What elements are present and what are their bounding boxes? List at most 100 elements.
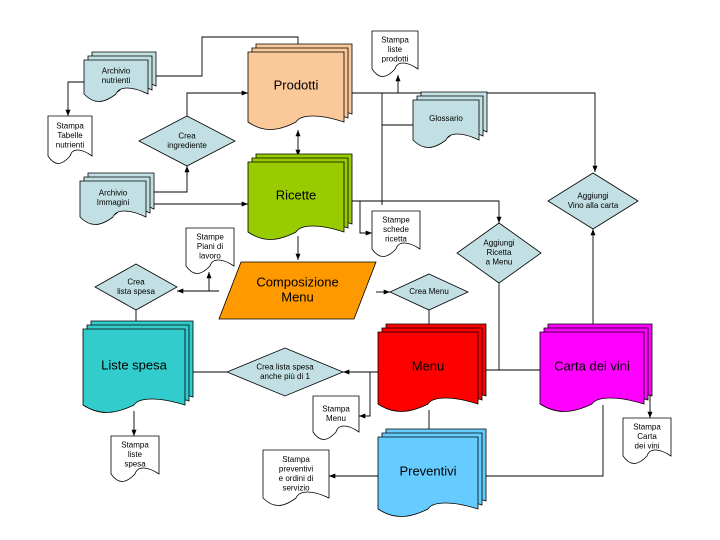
stampa-menu-sheet — [312, 395, 360, 440]
connector-arrow — [359, 201, 372, 236]
stampa-carta-vini-label-line: Carta — [637, 432, 657, 441]
liste-spesa-label-line: Liste spesa — [101, 357, 168, 372]
stampa-carta-vini-label-line: dei vini — [635, 442, 660, 451]
crea-lista-spesa-shape — [94, 263, 178, 311]
composizione-label-line: Menu — [281, 289, 314, 304]
stampa-tabelle-sheet — [47, 115, 93, 164]
stampe-piani-label-line: Stampe — [196, 233, 224, 242]
menu-label-line: Menu — [412, 358, 445, 373]
stampa-preventivi-sheet — [262, 449, 330, 506]
liste-spesa-sheet — [82, 328, 186, 413]
connector-arrow — [65, 81, 84, 116]
stampe-piani-label-line: lavoro — [199, 252, 221, 261]
connector-arrow — [344, 198, 502, 223]
connector-arrow — [478, 405, 604, 479]
aggiungi-ricetta-label-line: Ricetta — [487, 248, 512, 257]
archivio-immagini-label-line: Immagini — [97, 198, 130, 207]
crea-menu-node[interactable]: Crea Menu — [389, 273, 469, 311]
glossario-label-line: Glossario — [429, 114, 463, 123]
liste-spesa-node[interactable]: Liste spesa — [82, 320, 194, 413]
crea-menu-label-line: Crea Menu — [409, 287, 449, 296]
ricette-label-line: Ricette — [276, 187, 316, 202]
connector-arrow — [359, 372, 371, 419]
ricette-node[interactable]: Ricette — [247, 153, 353, 240]
stampa-preventivi-label-line: preventivi — [279, 464, 313, 473]
menu-node[interactable]: Menu — [377, 323, 487, 412]
stampe-piani-label-line: Piani di — [197, 242, 223, 251]
connector-arrow — [148, 36, 301, 77]
composizione-label-line: Composizione — [256, 274, 338, 289]
archivio-nutrienti-label-line: Archivio — [102, 66, 131, 75]
aggiungi-ricetta-shape — [456, 222, 542, 284]
prodotti-sheet — [247, 51, 345, 130]
stampa-liste-prodotti-label-line: Stampa — [381, 36, 409, 45]
aggiungi-ricetta-label-line: Aggiungi — [483, 239, 514, 248]
preventivi-label-line: Preventivi — [399, 463, 456, 478]
aggiungi-vino-shape — [547, 172, 639, 230]
stampe-schede-sheet — [371, 210, 421, 257]
crea-lista-spesa-label-line: Crea — [127, 277, 145, 286]
crea-lista-spesa-multi-shape — [225, 347, 345, 397]
composizione-shape — [218, 261, 377, 320]
crea-lista-spesa-multi-label-line: Crea lista spesa — [256, 362, 314, 371]
menu-sheet — [377, 331, 479, 412]
aggiungi-ricetta-label-line: a Menu — [486, 258, 513, 267]
ricette-sheet — [247, 161, 345, 240]
stampa-carta-vini-label-line: Stampa — [633, 423, 661, 432]
stampa-liste-spesa-label-line: Stampa — [121, 441, 149, 450]
stampa-carta-vini-sheet — [622, 417, 672, 464]
preventivi-node[interactable]: Preventivi — [377, 428, 487, 517]
prodotti-node[interactable]: Prodotti — [247, 43, 353, 130]
stampa-liste-prodotti-label-line: prodotti — [382, 55, 409, 64]
aggiungi-vino-label-line: Vino alla carta — [568, 201, 619, 210]
carta-vini-node[interactable]: Carta dei vini — [539, 323, 653, 412]
connector-arrow — [186, 90, 248, 116]
crea-ingrediente-label-line: ingrediente — [167, 141, 207, 150]
stampa-liste-spesa-label-line: liste — [128, 450, 143, 459]
stampa-liste-prodotti-sheet — [371, 30, 419, 77]
glossario-node[interactable]: Glossario — [412, 91, 488, 148]
prodotti-label-line: Prodotti — [274, 77, 319, 92]
stampe-schede-label-line: ricetta — [385, 235, 407, 244]
crea-lista-spesa-multi-label-line: anche più di 1 — [260, 372, 310, 381]
preventivi-sheet — [377, 436, 479, 517]
stampe-schede-label-line: Stampe — [382, 216, 410, 225]
stampa-liste-prodotti-label-line: liste — [388, 45, 403, 54]
crea-lista-spesa-label-line: lista spesa — [117, 287, 155, 296]
stampa-liste-spesa-sheet — [110, 435, 160, 482]
stampa-menu-label-line: Menu — [326, 414, 346, 423]
carta-vini-label-line: Carta dei vini — [554, 358, 630, 373]
archivio-nutrienti-sheet — [83, 59, 149, 102]
stampa-tabelle-label-line: nutrienti — [56, 141, 85, 150]
stampe-piani-sheet — [185, 227, 235, 274]
archivio-nutrienti-label-line: nutrienti — [102, 76, 131, 85]
stampe-schede-label-line: schede — [383, 225, 409, 234]
aggiungi-vino-label-line: Aggiungi — [577, 191, 608, 200]
stampa-tabelle-label-line: Stampa — [56, 122, 84, 131]
stampa-preventivi-label-line: Stampa — [282, 455, 310, 464]
crea-menu-shape — [389, 273, 469, 311]
glossario-sheet — [412, 99, 480, 148]
connector-arrow — [147, 166, 248, 207]
carta-vini-sheet — [539, 331, 645, 412]
archivio-immagini-sheet — [79, 180, 147, 225]
stampa-preventivi-label-line: e ordini di — [279, 474, 314, 483]
